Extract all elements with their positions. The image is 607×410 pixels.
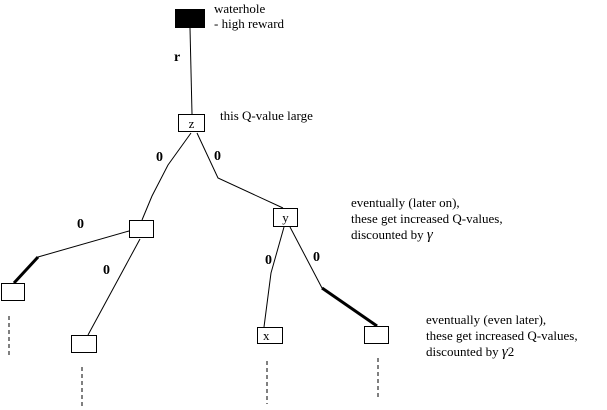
node-bottom-left xyxy=(71,335,97,353)
edge-z-y xyxy=(196,132,284,209)
node-y: y xyxy=(273,208,298,227)
waterhole-annotation-line1: waterhole xyxy=(214,1,266,16)
edge-waterhole-z xyxy=(189,27,193,115)
bottom-annotation-line3: discounted by γ2 xyxy=(426,344,578,360)
node-z: z xyxy=(178,114,205,132)
node-y-label: y xyxy=(282,210,289,225)
edge-label-midleft-farleft: 0 xyxy=(77,217,84,232)
edge-label-midleft-bottomleft: 0 xyxy=(103,263,110,278)
bottom-annotation: eventually (even later), these get incre… xyxy=(426,312,578,360)
gamma-squared-symbol: γ xyxy=(501,344,508,360)
waterhole-annotation: waterhole - high reward xyxy=(214,1,284,31)
bottom-annotation-line2: these get increased Q-values, xyxy=(426,328,578,343)
edge-label-y-bottomright: 0 xyxy=(313,250,320,265)
node-x: x xyxy=(257,327,283,344)
edge-y-x xyxy=(263,226,285,328)
waterhole-annotation-line2: - high reward xyxy=(214,16,285,31)
z-annotation: this Q-value large xyxy=(220,108,313,123)
y-annotation-line3: discounted by γ xyxy=(351,227,503,243)
edge-y-bottomright-thick xyxy=(321,286,378,328)
edge-midleft-bottomleft xyxy=(87,238,141,336)
node-x-label: x xyxy=(263,328,270,343)
edge-label-z-y: 0 xyxy=(214,149,221,164)
node-waterhole xyxy=(175,9,205,28)
gamma-exponent: 2 xyxy=(507,344,515,359)
edge-y-bottomright xyxy=(289,226,323,289)
edge-label-z-midleft: 0 xyxy=(156,150,163,165)
edge-midleft-farleft-thick xyxy=(12,255,40,285)
bottom-annotation-line3-text: discounted by xyxy=(426,344,502,359)
edge-midleft-farleft xyxy=(37,230,130,258)
y-annotation-line3-text: discounted by xyxy=(351,227,427,242)
gamma-symbol: γ xyxy=(426,227,433,243)
edge-label-r: r xyxy=(174,50,181,65)
bottom-annotation-line1: eventually (even later), xyxy=(426,312,547,327)
node-z-label: z xyxy=(188,115,195,131)
node-bottom-right xyxy=(364,326,389,344)
edge-label-y-x: 0 xyxy=(265,253,272,268)
y-annotation: eventually (later on), these get increas… xyxy=(351,195,503,243)
edge-z-midleft xyxy=(141,132,192,221)
node-mid-left xyxy=(129,220,154,238)
y-annotation-line1: eventually (later on), xyxy=(351,195,460,210)
y-annotation-line2: these get increased Q-values, xyxy=(351,211,503,226)
node-far-left xyxy=(1,283,25,301)
